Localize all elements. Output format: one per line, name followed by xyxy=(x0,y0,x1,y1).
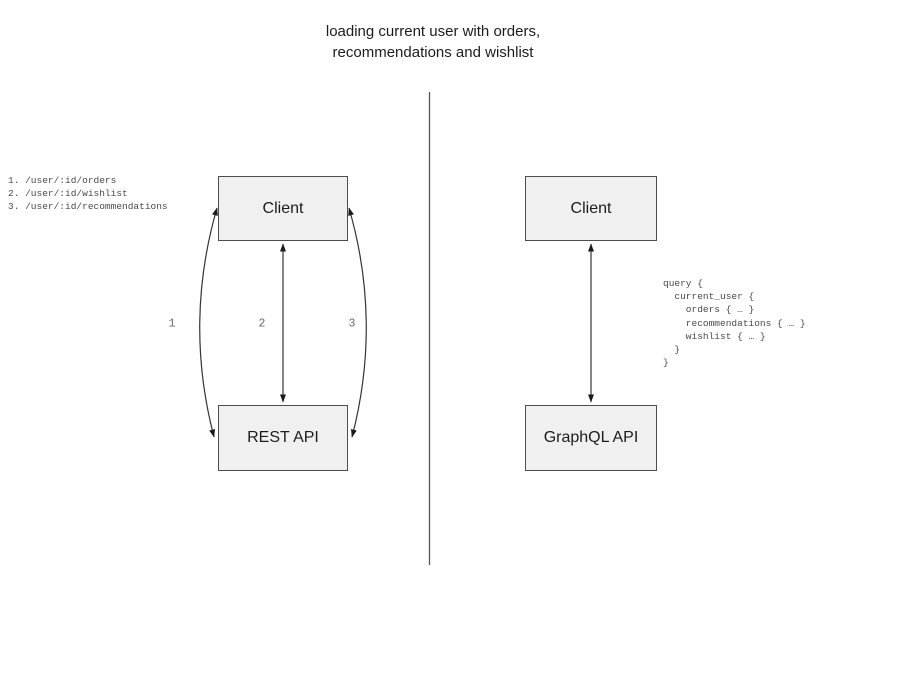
diagram-title: loading current user with orders, recomm… xyxy=(325,23,541,61)
client-node-right-label: Client xyxy=(570,199,612,217)
rest-endpoints-list: 1. /user/:id/orders 2. /user/:id/wishlis… xyxy=(8,175,168,213)
client-node-left-label: Client xyxy=(262,199,304,217)
arrow-label-2: 2 xyxy=(258,317,266,331)
graphql-api-node: GraphQL API xyxy=(525,405,657,471)
client-node-left: Client xyxy=(218,176,348,241)
arrow-1-curve-top xyxy=(199,207,218,323)
graphql-query-code: query { current_user { orders { … } reco… xyxy=(663,278,806,369)
rest-api-node-label: REST API xyxy=(247,429,319,446)
client-node-right: Client xyxy=(525,176,657,241)
graphql-api-node-label: GraphQL API xyxy=(543,429,639,446)
arrow-label-3: 3 xyxy=(348,317,356,331)
arrow-1-curve-bottom xyxy=(199,322,216,438)
arrow-3-curve-top xyxy=(348,207,367,323)
arrow-3-curve-bottom xyxy=(350,322,367,438)
arrow-label-1: 1 xyxy=(168,317,176,331)
rest-api-node: REST API xyxy=(218,405,348,471)
